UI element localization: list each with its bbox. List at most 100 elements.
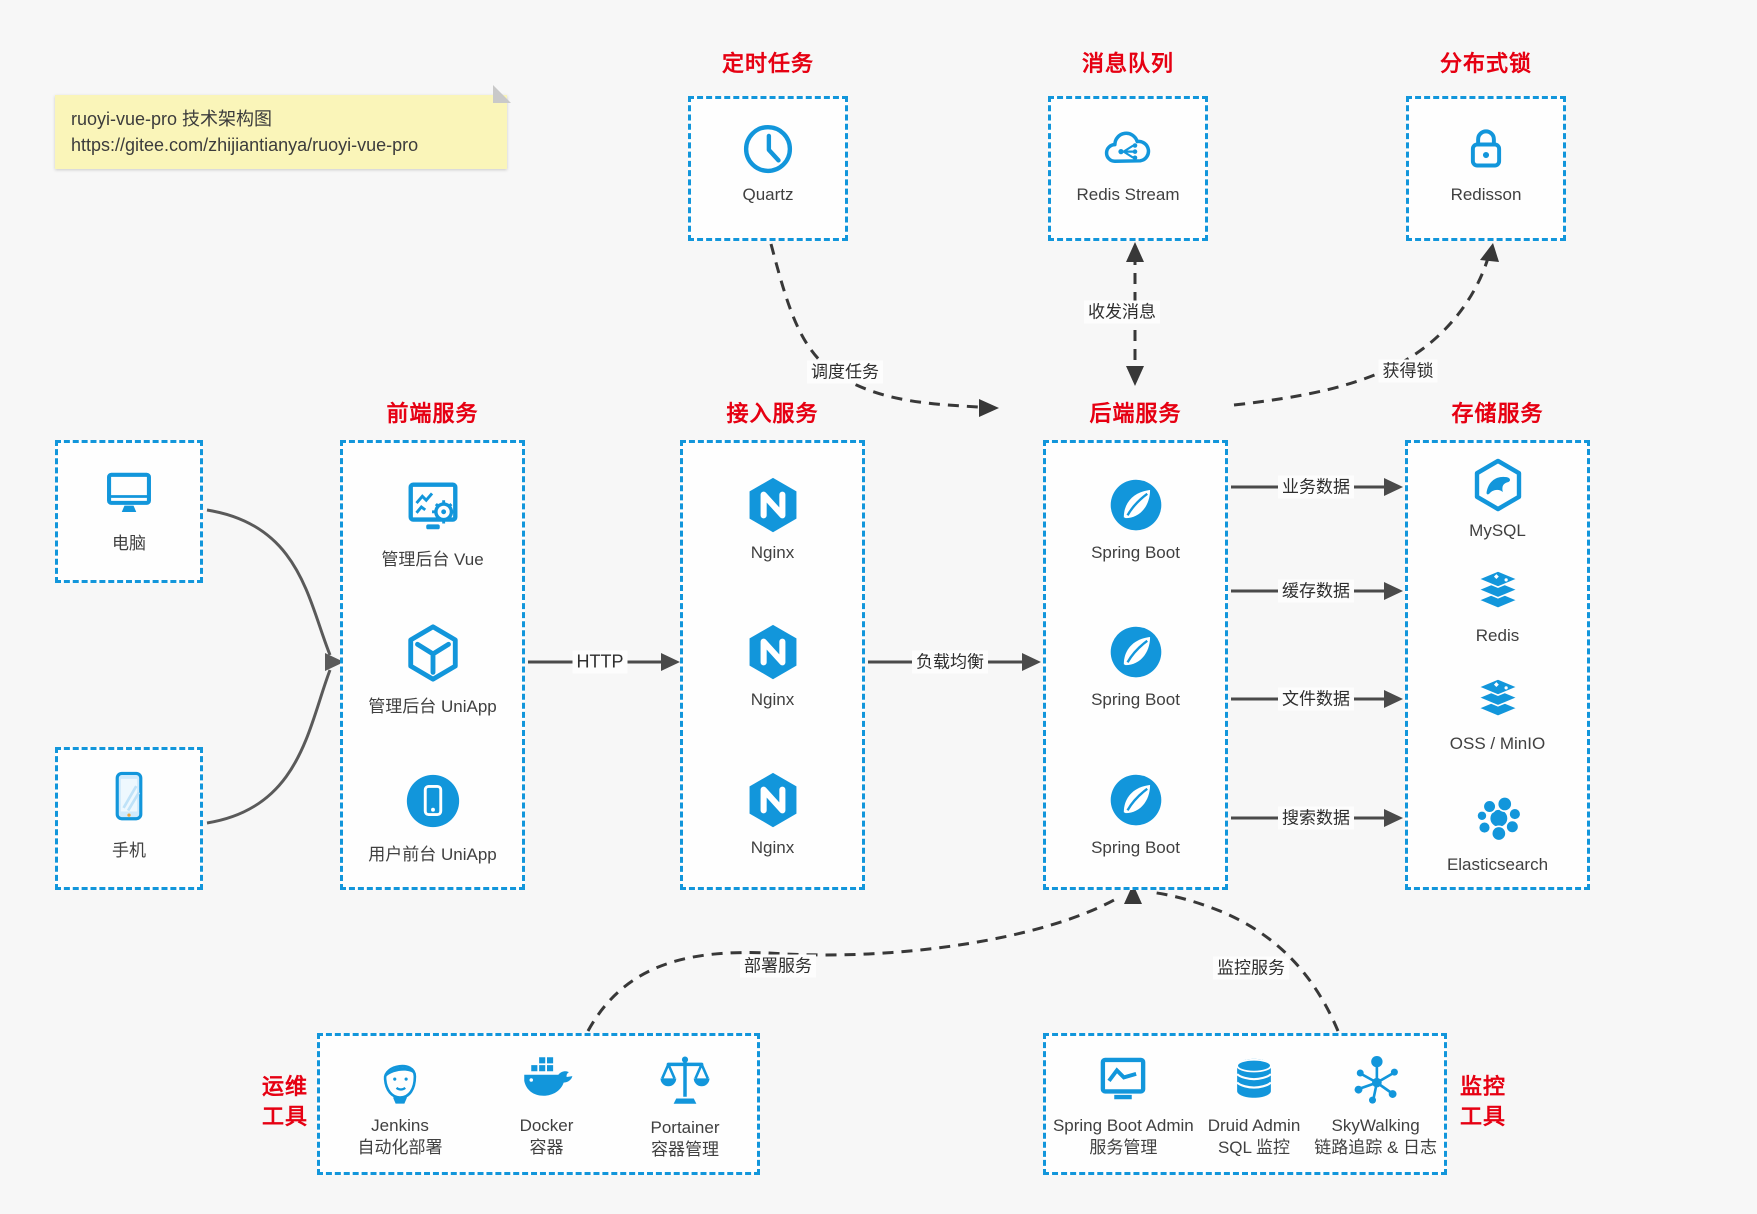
druid-admin-item: Druid Admin SQL 监控 [1207,1052,1301,1159]
smartphone-icon [100,766,158,828]
user-uniapp-item: 用户前台 UniApp [343,770,522,865]
item-label: 电脑 [112,534,146,553]
topology-icon [1348,1052,1404,1108]
docker-whale-icon [518,1052,576,1108]
item-label: Spring Boot [1091,543,1180,562]
item-label: Spring Boot Admin [1052,1116,1194,1135]
cloud-network-icon [1099,121,1157,177]
item-label: OSS / MinIO [1449,734,1546,753]
title-monitoring-tools: 监控 工具 [1460,1072,1506,1132]
lock-icon [1458,119,1514,177]
title-scheduled-tasks: 定时任务 [721,51,814,76]
item-label: Docker [519,1116,574,1135]
item-sublabel: 服务管理 [1089,1138,1158,1157]
item-label: 管理后台 UniApp [368,697,497,716]
item-label: Nginx [750,690,795,709]
nginx-item-3: Nginx [683,770,862,858]
pc-device-box: 电脑 [55,440,203,583]
item-label: MySQL [1469,521,1526,540]
elasticsearch-icon [1471,793,1525,847]
title-frontend-services: 前端服务 [386,401,479,426]
storage-stack-icon [1470,674,1526,726]
spring-boot-icon [1106,770,1166,830]
redis-item: Redis [1408,566,1587,646]
monitoring-title-line1: 监控 [1460,1074,1507,1099]
skywalking-item: SkyWalking 链路追踪 & 日志 [1314,1052,1437,1159]
item-label: Portainer [650,1118,720,1137]
redis-stack-icon [1470,566,1526,618]
item-label: Druid Admin [1207,1116,1301,1135]
elasticsearch-item: Elasticsearch [1408,793,1587,875]
phone-device-box: 手机 [55,747,203,890]
spring-boot-icon [1106,622,1166,682]
redis-stream-item: Redis Stream [1051,121,1205,205]
edge-label-messaging: 收发消息 [1084,300,1160,324]
nginx-item-1: Nginx [683,475,862,563]
ops-title-line1: 运维 [262,1074,309,1099]
note-fold-corner [493,85,511,103]
clock-icon [740,121,796,177]
mysql-icon [1470,457,1526,513]
monitoring-title-line2: 工具 [1460,1104,1507,1129]
monitoring-tools-items: Spring Boot Admin 服务管理 Druid Admin SQL 监… [1046,1036,1444,1172]
scheduled-tasks-box: Quartz [688,96,848,241]
pc-item: 电脑 [58,463,200,554]
chart-monitor-icon [1094,1052,1152,1108]
title-distributed-lock: 分布式锁 [1439,51,1532,76]
title-backend-services: 后端服务 [1089,401,1182,426]
admin-uniapp-item: 管理后台 UniApp [343,622,522,717]
title-message-queue: 消息队列 [1081,51,1174,76]
uniapp-cube-icon [402,622,464,684]
edge-label-http: HTTP [572,650,628,674]
mysql-item: MySQL [1408,457,1587,541]
backend-services-box: Spring Boot Spring Boot Spring Boot [1043,440,1228,890]
item-label: Quartz [742,185,794,204]
item-label: Redisson [1450,185,1522,204]
item-label: 用户前台 UniApp [368,845,497,864]
jenkins-item: Jenkins 自动化部署 [358,1052,443,1159]
springboot-item-1: Spring Boot [1046,475,1225,563]
item-label: 管理后台 Vue [381,550,484,569]
storage-services-box: MySQL Redis OSS [1405,440,1590,890]
scales-icon [657,1052,713,1110]
distributed-lock-box: Redisson [1406,96,1566,241]
edge-label-schedule: 调度任务 [807,360,883,384]
nginx-icon [743,770,803,830]
admin-vue-item: 管理后台 Vue [343,475,522,570]
spring-boot-icon [1106,475,1166,535]
access-services-box: Nginx Nginx Nginx [680,440,865,890]
item-sublabel: SQL 监控 [1217,1138,1291,1157]
note-title: ruoyi-vue-pro 技术架构图 [71,109,273,129]
title-storage-services: 存储服务 [1451,401,1544,426]
user-uniapp-icon [402,770,464,832]
jenkins-icon [372,1052,428,1108]
monitoring-tools-box: Spring Boot Admin 服务管理 Druid Admin SQL 监… [1043,1033,1447,1175]
item-label: Redis [1475,626,1520,645]
spring-boot-admin-item: Spring Boot Admin 服务管理 [1053,1052,1194,1159]
note-url: https://gitee.com/zhijiantianya/ruoyi-vu… [71,135,419,155]
desktop-icon [100,463,158,521]
frontend-services-box: 管理后台 Vue 管理后台 UniApp 用户前台 UniApp [340,440,525,890]
ops-tools-box: Jenkins 自动化部署 Docker 容器 [317,1033,760,1175]
nginx-icon [743,475,803,535]
item-label: Nginx [750,543,795,562]
item-sublabel: 链路追踪 & 日志 [1314,1138,1438,1157]
nginx-item-2: Nginx [683,622,862,710]
item-label: Jenkins [371,1116,429,1135]
title-ops-tools: 运维 工具 [262,1072,308,1132]
oss-minio-item: OSS / MinIO [1408,674,1587,754]
item-label: Spring Boot [1091,838,1180,857]
item-label: Spring Boot [1091,690,1180,709]
ops-tools-items: Jenkins 自动化部署 Docker 容器 [320,1036,757,1172]
edge-label-monitor: 监控服务 [1213,956,1289,980]
sticky-note: ruoyi-vue-pro 技术架构图 https://gitee.com/zh… [55,85,511,169]
nginx-icon [743,622,803,682]
edge-label-file-data: 文件数据 [1278,687,1354,711]
database-icon [1227,1052,1281,1108]
portainer-item: Portainer 容器管理 [650,1052,720,1161]
docker-item: Docker 容器 [518,1052,576,1159]
edge-label-acquire-lock: 获得锁 [1378,359,1438,383]
message-queue-box: Redis Stream [1048,96,1208,241]
edge-label-business-data: 业务数据 [1278,475,1354,499]
